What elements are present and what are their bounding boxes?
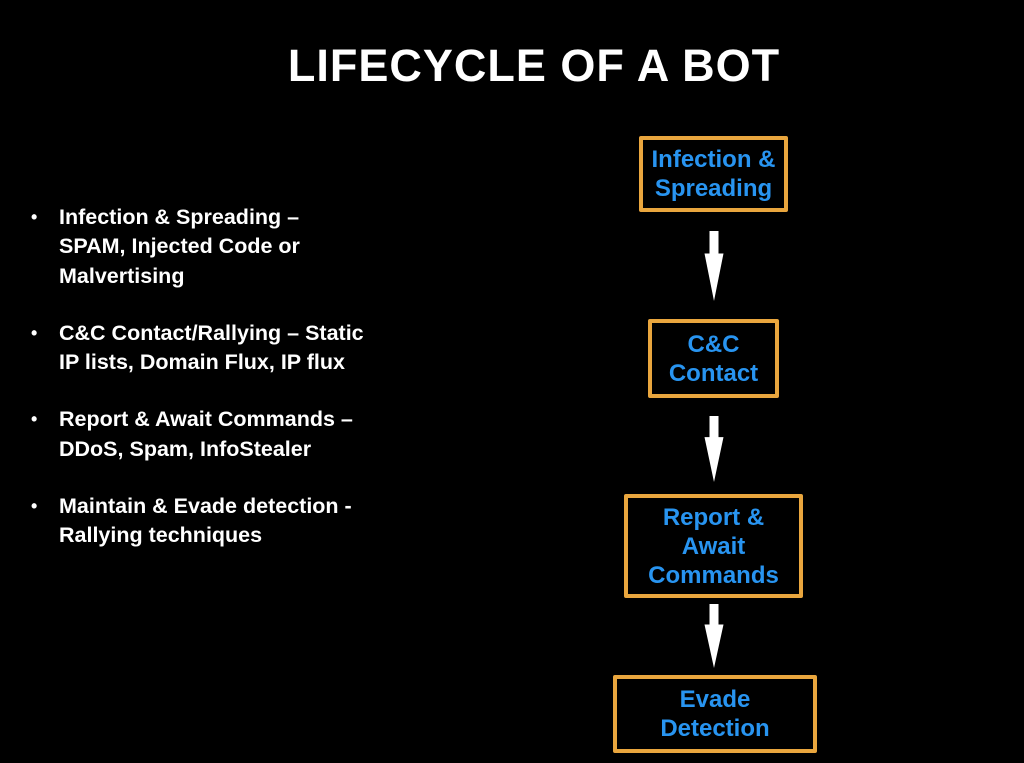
bullet-line: Malvertising: [59, 263, 185, 288]
flow-box-cc-contact: C&C Contact: [648, 319, 779, 398]
flow-box-line: Infection &: [651, 146, 776, 173]
bullet-text: Maintain & Evade detection - Rallying te…: [59, 492, 471, 551]
flow-box-line: C&C: [687, 330, 740, 358]
flow-box-report-await-commands: Report & Await Commands: [624, 494, 803, 598]
flow-box-line: Commands: [648, 561, 779, 589]
bullet-line: SPAM, Injected Code or: [59, 234, 300, 259]
bullet-list: • Infection & Spreading – SPAM, Injected…: [31, 203, 471, 579]
bullet-line: DDoS, Spam, InfoStealer: [59, 436, 312, 461]
flow-box-line: Await: [681, 532, 746, 560]
bullet-line: Report & Await Commands –: [59, 407, 353, 432]
bullet-marker-icon: •: [31, 409, 38, 430]
bullet-text: Report & Await Commands – DDoS, Spam, In…: [59, 405, 471, 464]
flow-box-line: Spreading: [654, 175, 773, 202]
flow-box-infection-spreading: Infection & Spreading: [639, 136, 788, 212]
bullet-line: IP lists, Domain Flux, IP flux: [59, 350, 345, 375]
flow-box-line: Contact: [668, 359, 759, 387]
bullet-item: • C&C Contact/Rallying – Static IP lists…: [31, 319, 471, 378]
bullet-text: C&C Contact/Rallying – Static IP lists, …: [59, 319, 471, 378]
down-arrow-icon: [704, 231, 724, 301]
bullet-line: Infection & Spreading –: [59, 205, 300, 229]
bullet-item: • Maintain & Evade detection - Rallying …: [31, 492, 471, 551]
slide-title: LIFECYCLE OF A BOT: [287, 40, 781, 91]
bullet-line: Maintain & Evade detection -: [59, 494, 352, 519]
bullet-line: C&C Contact/Rallying – Static: [59, 320, 364, 345]
bullet-marker-icon: •: [31, 207, 38, 227]
bullet-text: Infection & Spreading – SPAM, Injected C…: [59, 203, 471, 291]
bullet-marker-icon: •: [31, 496, 38, 517]
bullet-marker-icon: •: [31, 322, 38, 343]
bullet-item: • Report & Await Commands – DDoS, Spam, …: [31, 405, 471, 464]
flow-box-evade-detection: Evade Detection: [613, 675, 817, 753]
flow-box-line: Detection: [660, 715, 770, 742]
bullet-line: Rallying techniques: [59, 523, 263, 548]
down-arrow-icon: [704, 416, 724, 482]
down-arrow-icon: [704, 604, 724, 668]
flow-box-line: Report &: [662, 503, 765, 531]
bullet-item: • Infection & Spreading – SPAM, Injected…: [31, 203, 471, 291]
flow-box-line: Evade: [679, 686, 751, 713]
